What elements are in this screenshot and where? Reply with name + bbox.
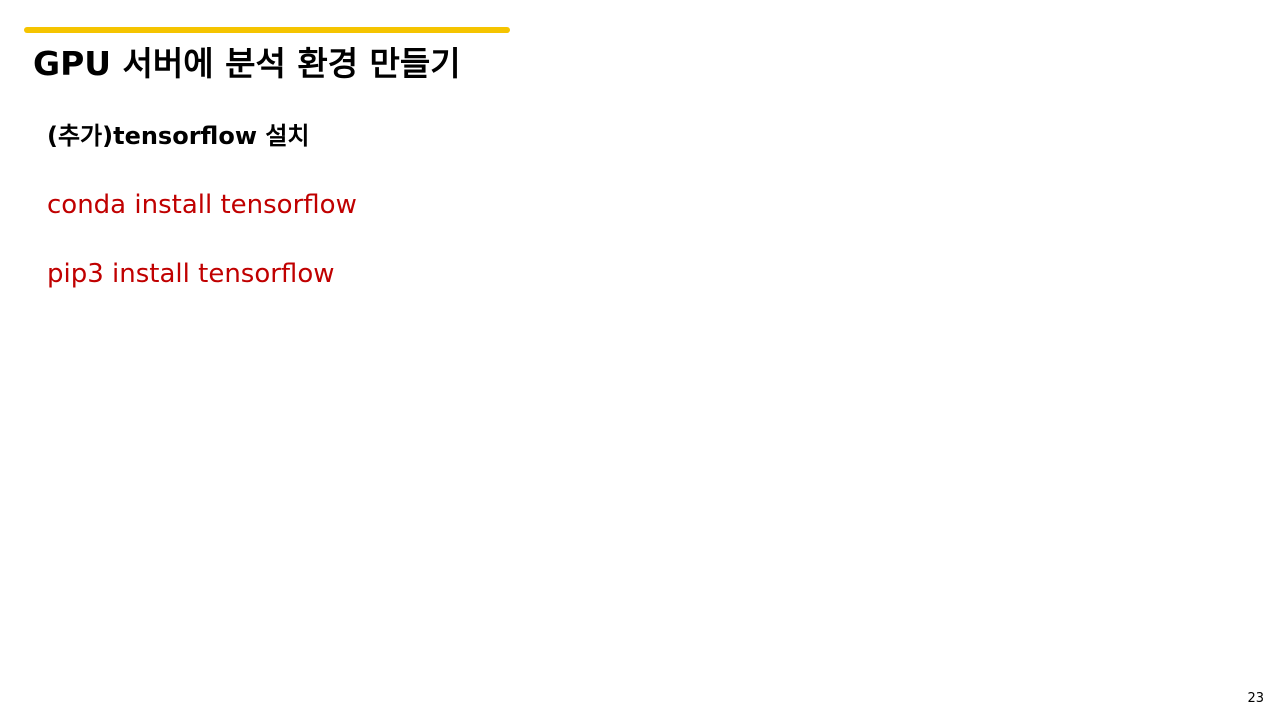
command-conda-install: conda install tensorflow bbox=[47, 190, 357, 220]
section-heading: (추가)tensorflow 설치 bbox=[47, 122, 310, 150]
title-accent-bar bbox=[24, 27, 510, 33]
slide-title: GPU 서버에 분석 환경 만들기 bbox=[33, 44, 461, 83]
command-pip3-install: pip3 install tensorflow bbox=[47, 259, 335, 289]
page-number: 23 bbox=[1247, 691, 1264, 706]
